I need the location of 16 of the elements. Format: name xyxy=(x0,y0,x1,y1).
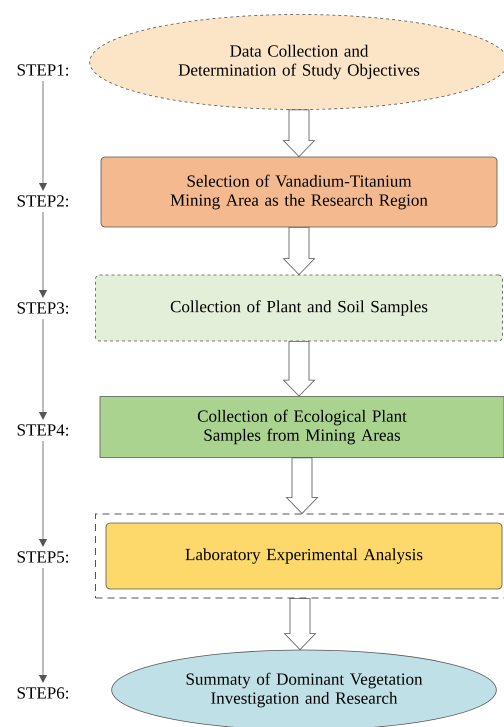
step-label: STEP6: xyxy=(18,687,68,699)
process-box: Collection of Ecological Plant Samples from Mining Areas xyxy=(100,396,504,458)
hollow-arrow xyxy=(282,110,316,158)
process-box: Laboratory Experimental Analysis xyxy=(106,522,502,590)
step-label: STEP4: xyxy=(18,424,68,436)
step-label: STEP5: xyxy=(18,551,68,563)
step-label: STEP2: xyxy=(18,195,68,207)
hollow-arrow xyxy=(286,458,318,514)
process-box: Selection of Vanadium-Titanium Mining Area as the Research Region xyxy=(100,156,498,228)
hollow-arrow xyxy=(282,227,316,276)
step-label: STEP1: xyxy=(18,64,68,76)
hollow-arrow xyxy=(282,341,316,397)
step-label: STEP3: xyxy=(18,302,68,314)
dashed-frame xyxy=(95,514,504,598)
hollow-arrow xyxy=(284,598,316,650)
process-box: Collection of Plant and Soil Samples xyxy=(95,274,503,342)
